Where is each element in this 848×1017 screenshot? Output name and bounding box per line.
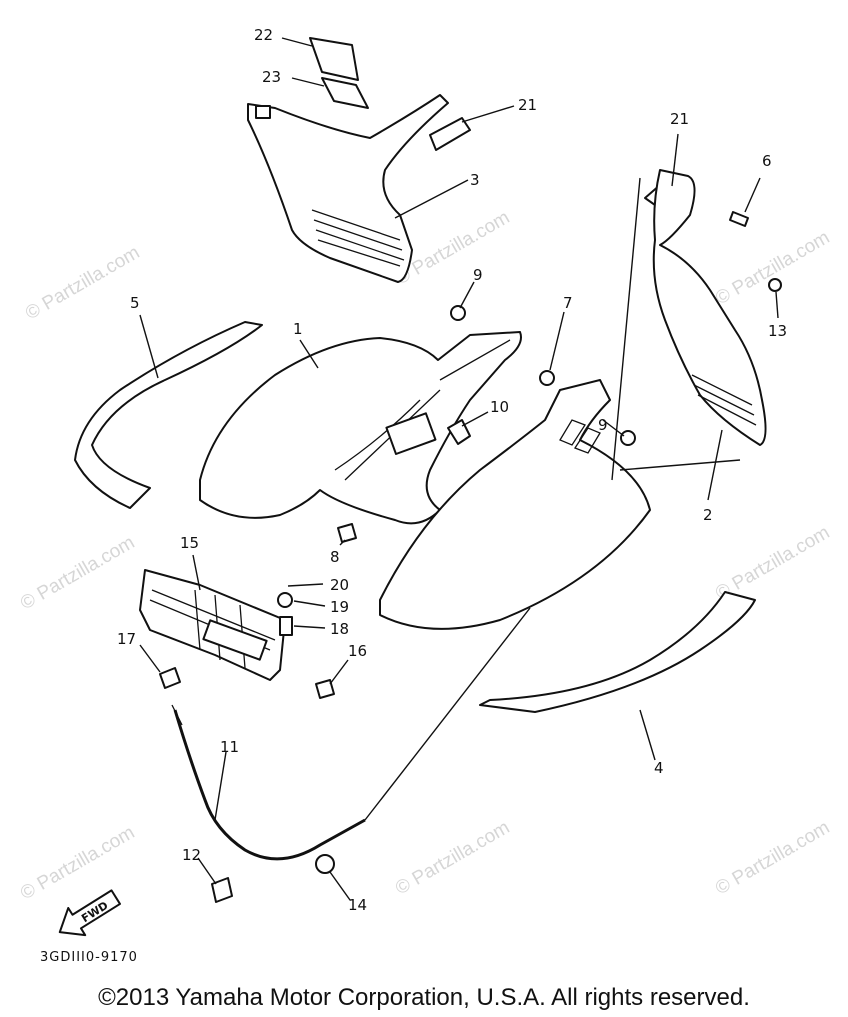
part-9-grommet-left xyxy=(450,305,466,321)
label-part-20: 20 xyxy=(330,576,349,594)
label-part-14: 14 xyxy=(348,896,367,914)
part-5-trim-left xyxy=(74,321,263,509)
part-18-collar xyxy=(279,616,293,636)
drawing-code: 3GDIII0-9170 xyxy=(40,950,138,965)
label-part-9: 9 xyxy=(598,416,608,434)
watermark: © Partzilla.com xyxy=(712,227,833,309)
label-part-18: 18 xyxy=(330,620,349,638)
label-part-3: 3 xyxy=(470,171,480,189)
watermark: © Partzilla.com xyxy=(17,532,138,614)
part-14-nut xyxy=(315,854,335,874)
label-part-2: 2 xyxy=(703,506,713,524)
part-15-carrier xyxy=(139,569,286,681)
label-part-19: 19 xyxy=(330,598,349,616)
watermark: © Partzilla.com xyxy=(17,822,138,904)
part-3-side-cover-left xyxy=(247,94,449,283)
label-part-13: 13 xyxy=(768,322,787,340)
label-part-12: 12 xyxy=(182,846,201,864)
watermark: © Partzilla.com xyxy=(392,817,513,899)
label-part-8: 8 xyxy=(330,548,340,566)
part-9-grommet-right xyxy=(620,430,636,446)
fwd-arrow-icon: FWD xyxy=(58,889,121,937)
part-13-screw xyxy=(768,278,782,292)
part-12-bolt xyxy=(211,877,233,903)
part-4-trim-right xyxy=(479,591,756,713)
label-part-5: 5 xyxy=(130,294,140,312)
part-1-front-fender xyxy=(199,331,522,525)
label-part-6: 6 xyxy=(762,152,772,170)
part-16-bolt xyxy=(315,679,335,699)
part-10-bolt xyxy=(447,419,471,445)
watermark: © Partzilla.com xyxy=(22,242,143,324)
part-8-bolt xyxy=(337,523,357,543)
rear-fender xyxy=(379,379,651,630)
part-11-stay xyxy=(171,704,366,861)
part-17-bolt xyxy=(159,667,181,689)
label-part-23: 23 xyxy=(262,68,281,86)
label-part-22: 22 xyxy=(254,26,273,44)
label-part-15: 15 xyxy=(180,534,199,552)
part-labels: 22 23 21 3 9 5 1 7 10 9 21 6 13 2 8 15 2… xyxy=(117,26,787,914)
part-22-decal xyxy=(309,37,359,81)
leader-lines xyxy=(139,37,779,901)
label-part-7: 7 xyxy=(563,294,573,312)
part-19-washer xyxy=(277,592,293,608)
hardware xyxy=(159,211,782,903)
part-2-side-cover-right xyxy=(652,169,767,446)
label-part-21: 21 xyxy=(670,110,689,128)
label-part-4: 4 xyxy=(654,759,664,777)
part-23-decal xyxy=(321,77,369,109)
label-part-9: 9 xyxy=(473,266,483,284)
watermark: © Partzilla.com xyxy=(712,817,833,899)
label-part-16: 16 xyxy=(348,642,367,660)
copyright-notice: ©2013 Yamaha Motor Corporation, U.S.A. A… xyxy=(98,984,750,1011)
label-part-11: 11 xyxy=(220,738,239,756)
part-6-bolt xyxy=(729,211,749,227)
label-part-10: 10 xyxy=(490,398,509,416)
part-7-nut xyxy=(539,370,555,386)
part-21-reflector-left xyxy=(429,117,471,151)
label-part-17: 17 xyxy=(117,630,136,648)
watermark: © Partzilla.com xyxy=(712,522,833,604)
label-part-1: 1 xyxy=(293,320,303,338)
label-part-21: 21 xyxy=(518,96,537,114)
